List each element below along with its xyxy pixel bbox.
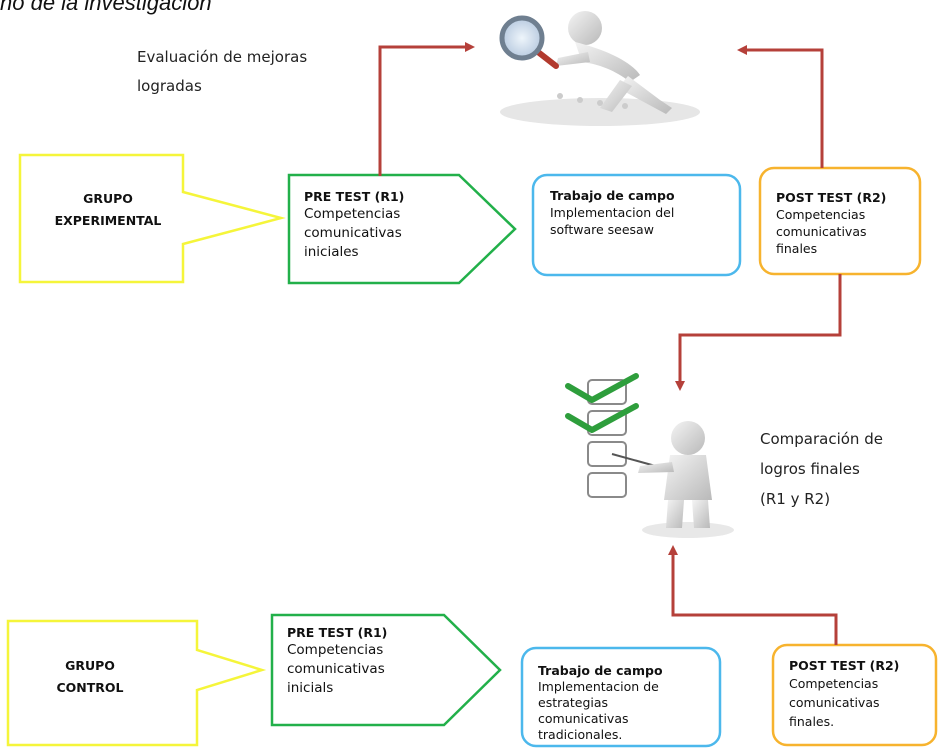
pretest-experimental-title: PRE TEST (R1) [304, 189, 405, 204]
arrow-posttest-to-comparison [675, 274, 842, 391]
magnifier-figure-icon [499, 11, 700, 126]
figure-caption: ño de la investigación [0, 0, 212, 15]
pretest-experimental-shape [287, 173, 517, 285]
campo-experimental-title: Trabajo de campo [550, 188, 675, 203]
grupo-experimental-arrow [18, 153, 286, 284]
posttest-experimental-title: POST TEST (R2) [776, 190, 887, 205]
campo-experimental-text: Trabajo de campo Implementacion del soft… [550, 187, 675, 238]
pretest-experimental-text: PRE TEST (R1) Competencias comunicativas… [304, 188, 404, 262]
comparacion-note: Comparación de logros finales (R1 y R2) [760, 430, 883, 508]
campo-control-body: Implementacion de estrategias comunicati… [538, 679, 659, 742]
campo-experimental-box [531, 173, 742, 277]
campo-experimental-body: Implementacion del software seesaw [550, 205, 675, 237]
campo-control-title: Trabajo de campo [538, 663, 663, 678]
arrow-pretest-to-evaluation [378, 42, 475, 176]
checklist-figure-icon [565, 373, 734, 538]
posttest-control-title: POST TEST (R2) [789, 658, 900, 673]
campo-control-box [520, 646, 722, 748]
evaluacion-note: Evaluación de mejoras logradas [137, 48, 308, 95]
posttest-experimental-text: POST TEST (R2) Competencias comunicativa… [776, 189, 886, 257]
pretest-control-shape [270, 613, 502, 727]
grupo-control-arrow [6, 619, 267, 747]
campo-control-text: Trabajo de campo Implementacion de estra… [538, 662, 663, 743]
posttest-control-text: POST TEST (R2) Competencias comunicativa… [789, 657, 899, 731]
pretest-control-title: PRE TEST (R1) [287, 625, 388, 640]
posttest-experimental-body: Competencias comunicativas finales [776, 207, 867, 256]
pretest-control-text: PRE TEST (R1) Competencias comunicativas… [287, 624, 387, 698]
pretest-experimental-body: Competencias comunicativas iniciales [304, 206, 402, 260]
posttest-control-box [771, 643, 938, 747]
posttest-control-body: Competencias comunicativas finales. [789, 676, 880, 729]
grupo-control-label: GRUPO CONTROL [56, 658, 124, 695]
grupo-experimental-label: GRUPO EXPERIMENTAL [54, 191, 162, 228]
arrow-control-to-comparison [668, 545, 838, 645]
arrow-posttest-to-evaluation [737, 45, 824, 168]
pretest-control-body: Competencias comunicativas inicials [287, 642, 385, 696]
